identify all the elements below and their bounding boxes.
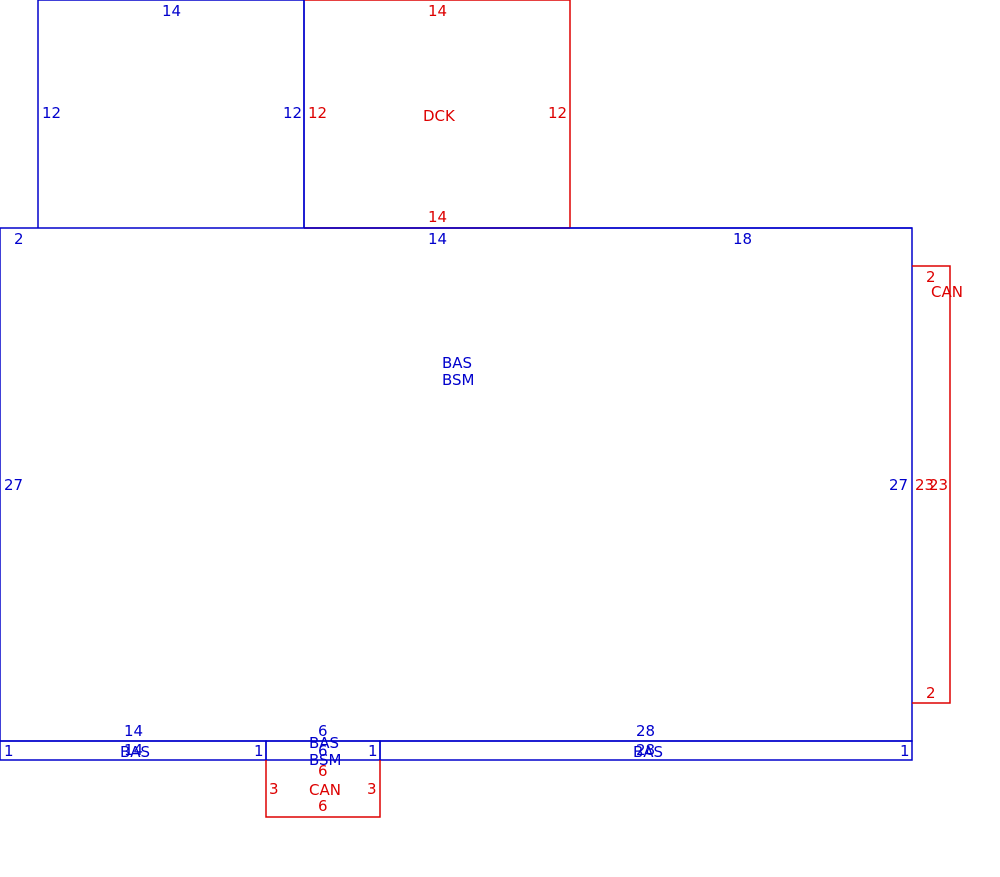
main-area-sublabel: BSM	[442, 371, 475, 389]
dim-can-bottom-bottom: 6	[318, 797, 328, 815]
mid-block-sublabel: BSM	[309, 751, 342, 769]
dim-strip-left-bottom: 14	[124, 741, 143, 759]
dim-can-right-bottom: 2	[926, 684, 936, 702]
dim-deck-top: 14	[428, 2, 447, 20]
dim-mid-top: 6	[318, 722, 328, 740]
dim-mid-overlap: 6	[318, 742, 328, 760]
dim-can-right-top: 2	[926, 268, 936, 286]
dim-can-right-outer: 23	[929, 476, 948, 494]
dim-main-left: 27	[4, 476, 23, 494]
deck-label: DCK	[423, 107, 456, 125]
dim-main-left-step: 2	[14, 230, 24, 248]
main-area-label: BAS	[442, 354, 472, 372]
dim-strip-left-end-r: 1	[254, 742, 264, 760]
deck-outline	[304, 0, 571, 228]
dim-upper-top: 14	[162, 2, 181, 20]
canopy-right-label: CAN	[931, 283, 963, 301]
dim-deck-right: 12	[548, 104, 567, 122]
upper-room-outline	[37, 0, 305, 228]
dim-can-bottom-right: 3	[367, 780, 377, 798]
dim-can-right-inner: 23	[915, 476, 934, 494]
strip-right-label: BAS	[633, 743, 663, 761]
mid-block-label: BAS	[309, 734, 339, 752]
dim-upper-left: 12	[42, 104, 61, 122]
dim-can-bottom-top: 6	[318, 762, 328, 780]
dim-deck-left: 12	[308, 104, 327, 122]
dim-main-top-right: 18	[733, 230, 752, 248]
main-area-outline	[0, 227, 913, 742]
dim-main-right: 27	[889, 476, 908, 494]
dim-strip-right-bottom: 28	[636, 741, 655, 759]
dim-strip-right-top: 28	[636, 722, 655, 740]
canopy-bottom-outline	[265, 760, 381, 818]
dim-deck-bottom: 14	[428, 208, 447, 226]
dim-main-top-mid: 14	[428, 230, 447, 248]
strip-right-outline	[379, 740, 913, 761]
canopy-bottom-label: CAN	[309, 781, 341, 799]
dim-strip-right-end: 1	[900, 742, 910, 760]
dim-strip-left-top: 14	[124, 722, 143, 740]
dim-can-bottom-left: 3	[269, 780, 279, 798]
dim-mid-end-r: 1	[368, 742, 378, 760]
dim-strip-left-end-l: 1	[4, 742, 14, 760]
strip-left-label: BAS	[120, 743, 150, 761]
dim-upper-right: 12	[283, 104, 302, 122]
canopy-right-outline	[912, 265, 951, 704]
